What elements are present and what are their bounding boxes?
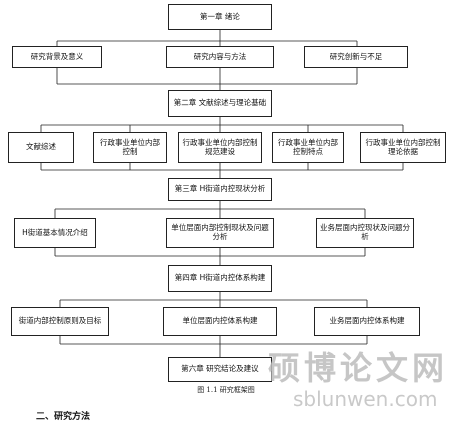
chapter-6-label: 第六章 研究结论及建议 bbox=[181, 364, 259, 374]
chapter-1-label: 第一章 绪论 bbox=[200, 11, 240, 21]
chapter-2-box: 第二章 文献综述与理论基础 bbox=[168, 90, 272, 117]
chapter-4-label: 第四章 H街道内控体系构建 bbox=[174, 273, 266, 283]
ch4-node-business-system: 业务层面内控体系构建 bbox=[314, 307, 420, 336]
ch2-node-internal-control: 行政事业单位内部控制 bbox=[93, 132, 167, 163]
ch3-node-business-analysis-label: 业务层面内控现状及问题分析 bbox=[320, 223, 410, 241]
chapter-6-box: 第六章 研究结论及建议 bbox=[168, 357, 272, 382]
ch3-node-business-analysis: 业务层面内控现状及问题分析 bbox=[316, 218, 414, 248]
ch1-node-background: 研究背景及意义 bbox=[12, 46, 102, 68]
ch1-node-innovation-label: 研究创新与不足 bbox=[329, 51, 383, 61]
ch3-node-unit-analysis-label: 单位层面内部控制现状及问题分析 bbox=[171, 223, 269, 241]
ch2-node-features: 行政事业单位内部控制特点 bbox=[272, 132, 344, 163]
ch1-node-methods-label: 研究内容与方法 bbox=[193, 51, 247, 61]
chapter-2-label: 第二章 文献综述与理论基础 bbox=[173, 98, 267, 108]
ch2-node-features-label: 行政事业单位内部控制特点 bbox=[278, 137, 338, 156]
chapter-3-box: 第三章 H街道内控现状分析 bbox=[168, 178, 272, 201]
chapter-1-box: 第一章 绪论 bbox=[168, 4, 272, 30]
ch4-node-principles: 街道内部控制原则及目标 bbox=[11, 307, 109, 336]
ch1-node-methods: 研究内容与方法 bbox=[166, 46, 274, 68]
ch3-node-overview-label: H街道基本情况介绍 bbox=[22, 227, 88, 237]
ch4-node-business-system-label: 业务层面内控体系构建 bbox=[329, 316, 405, 326]
ch2-node-theory: 行政事业单位内部控制理论依据 bbox=[360, 132, 446, 163]
figure-caption: 图 1.1 研究框架图 bbox=[197, 386, 255, 394]
ch2-node-theory-label: 行政事业单位内部控制理论依据 bbox=[365, 137, 441, 156]
ch2-node-internal-control-label: 行政事业单位内部控制 bbox=[100, 137, 160, 156]
ch2-node-norms-label: 行政事业单位内部控制规范建设 bbox=[182, 137, 258, 156]
ch4-node-principles-label: 街道内部控制原则及目标 bbox=[18, 316, 102, 326]
ch4-node-unit-system: 单位层面内控体系构建 bbox=[163, 307, 277, 336]
ch2-node-literature: 文献综述 bbox=[8, 132, 74, 163]
ch2-node-norms: 行政事业单位内部控制规范建设 bbox=[178, 132, 262, 163]
watermark-text: 硕博论文网 bbox=[268, 349, 449, 387]
watermark-url: sblunwen.com bbox=[293, 387, 438, 411]
ch1-node-background-label: 研究背景及意义 bbox=[30, 51, 84, 61]
ch3-node-unit-analysis: 单位层面内部控制现状及问题分析 bbox=[166, 218, 274, 248]
ch1-node-innovation: 研究创新与不足 bbox=[304, 46, 408, 68]
chapter-3-label: 第三章 H街道内控现状分析 bbox=[174, 184, 266, 194]
ch3-node-overview: H街道基本情况介绍 bbox=[14, 218, 96, 248]
ch2-node-literature-label: 文献综述 bbox=[26, 142, 56, 152]
ch4-node-unit-system-label: 单位层面内控体系构建 bbox=[182, 316, 258, 326]
chapter-4-box: 第四章 H街道内控体系构建 bbox=[168, 265, 272, 292]
section-heading: 二、研究方法 bbox=[36, 412, 91, 422]
